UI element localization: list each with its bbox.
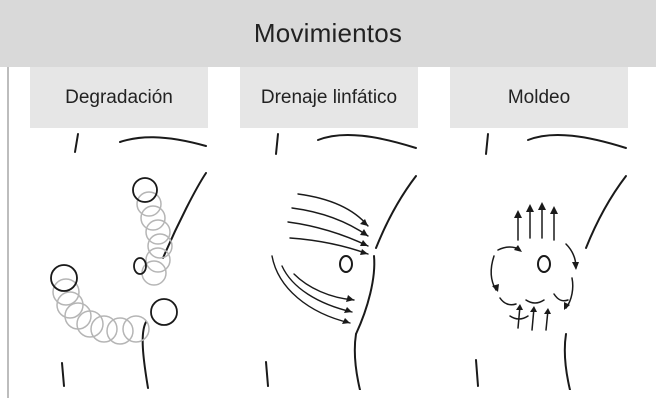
column-label-moldeo: Moldeo (450, 67, 628, 128)
breast-circles-icon (50, 133, 207, 389)
moldeo-illustration (448, 128, 628, 390)
drenaje-linfatico-illustration (238, 128, 418, 390)
column-label-drenaje-linfatico: Drenaje linfático (240, 67, 418, 128)
page-title: Movimientos (0, 0, 656, 67)
column-label-degradacion: Degradación (30, 67, 208, 128)
left-divider (7, 67, 9, 398)
breast-arrows-lymph-icon (265, 133, 417, 390)
degradacion-illustration (28, 128, 208, 390)
breast-arrows-mold-icon (475, 133, 627, 390)
